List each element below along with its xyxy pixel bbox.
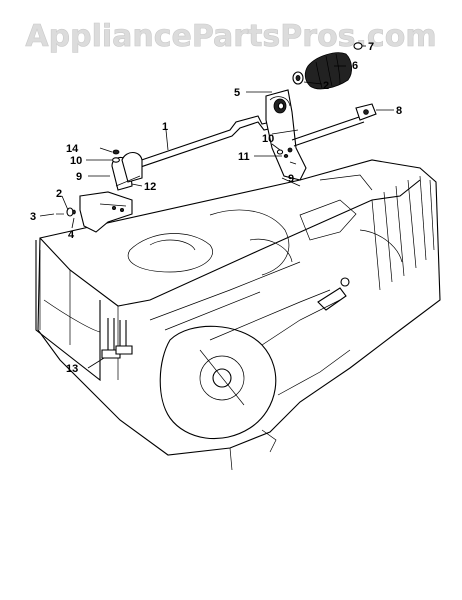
cross-rod	[291, 103, 377, 147]
callout-12: 12	[144, 181, 156, 193]
watermark: AppliancePartsPros.com	[25, 19, 436, 54]
callout-9-right: 9	[288, 173, 294, 185]
callout-5: 5	[234, 87, 240, 99]
leader-lines	[39, 45, 394, 369]
callout-2-left: 2	[56, 188, 62, 200]
bellows-boot	[292, 42, 363, 90]
shaft-rod	[117, 115, 283, 175]
callout-4: 4	[68, 229, 75, 241]
callout-10-left: 10	[70, 155, 82, 167]
callout-10-right: 10	[262, 133, 274, 145]
right-bracket-plate	[265, 89, 307, 187]
callout-9-left: 9	[76, 171, 82, 183]
callouts: 1 2 2 3 4 5 6 7 8 9 9 10 10 11 12 13 14	[30, 41, 402, 375]
callout-1: 1	[162, 121, 168, 133]
callout-7: 7	[368, 41, 374, 53]
left-bracket	[56, 191, 133, 233]
housing-frame	[35, 159, 441, 471]
callout-6: 6	[352, 60, 358, 72]
callout-2-right: 2	[323, 80, 329, 92]
callout-3: 3	[30, 211, 36, 223]
callout-8: 8	[396, 105, 402, 117]
callout-14: 14	[66, 143, 79, 155]
left-clamp-assembly	[111, 149, 143, 191]
callout-13: 13	[66, 363, 78, 375]
bolts	[101, 318, 133, 359]
callout-11: 11	[238, 151, 250, 163]
